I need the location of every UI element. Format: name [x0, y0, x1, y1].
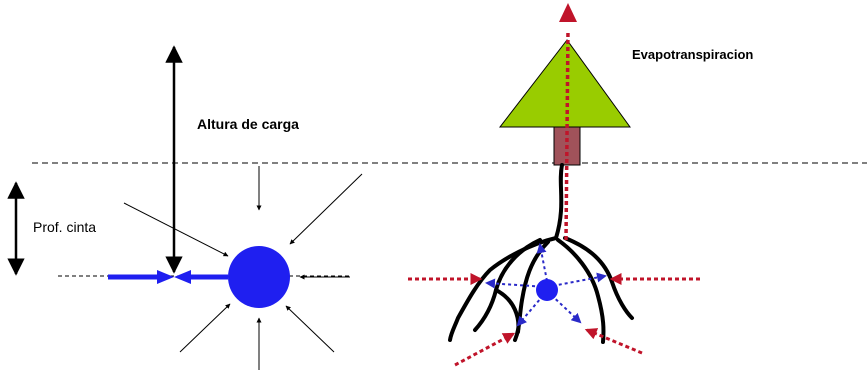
hydraulic-head-label: Altura de carga [197, 116, 299, 132]
inflow-arrow-se [285, 305, 335, 353]
root-left-inner [473, 238, 542, 332]
inflow-arrow-sw [179, 303, 231, 353]
uptake-arrow-lower-right [584, 328, 643, 355]
outflow-arrow-up [536, 243, 548, 282]
uptake-arrow-lower-left [454, 332, 516, 367]
inflow-arrow-ne [289, 173, 363, 245]
transpiration-flow-line [564, 29, 570, 241]
tree-crown [498, 39, 631, 128]
radial-inflow-arrows [123, 166, 363, 370]
root-system [448, 163, 634, 344]
outflow-arrow-left [485, 278, 548, 289]
transpiration-arrowhead [559, 3, 577, 22]
evapotranspiration-label: Evapotranspiracion [632, 47, 754, 62]
root-uptake-arrows [408, 273, 700, 367]
root-main [554, 163, 564, 240]
tape-depth-label: Prof. cinta [33, 219, 97, 235]
emitter-flow-arrows [108, 270, 228, 284]
inflow-arrow-nw [123, 202, 229, 257]
outflow-arrow-right [546, 272, 607, 288]
flow-arrowhead-left [157, 270, 174, 284]
root-right [556, 238, 606, 344]
root-zone-emitter [536, 279, 558, 301]
emitter-circle [228, 246, 290, 308]
flow-arrowhead-right [174, 270, 191, 284]
root-fork [494, 288, 521, 334]
